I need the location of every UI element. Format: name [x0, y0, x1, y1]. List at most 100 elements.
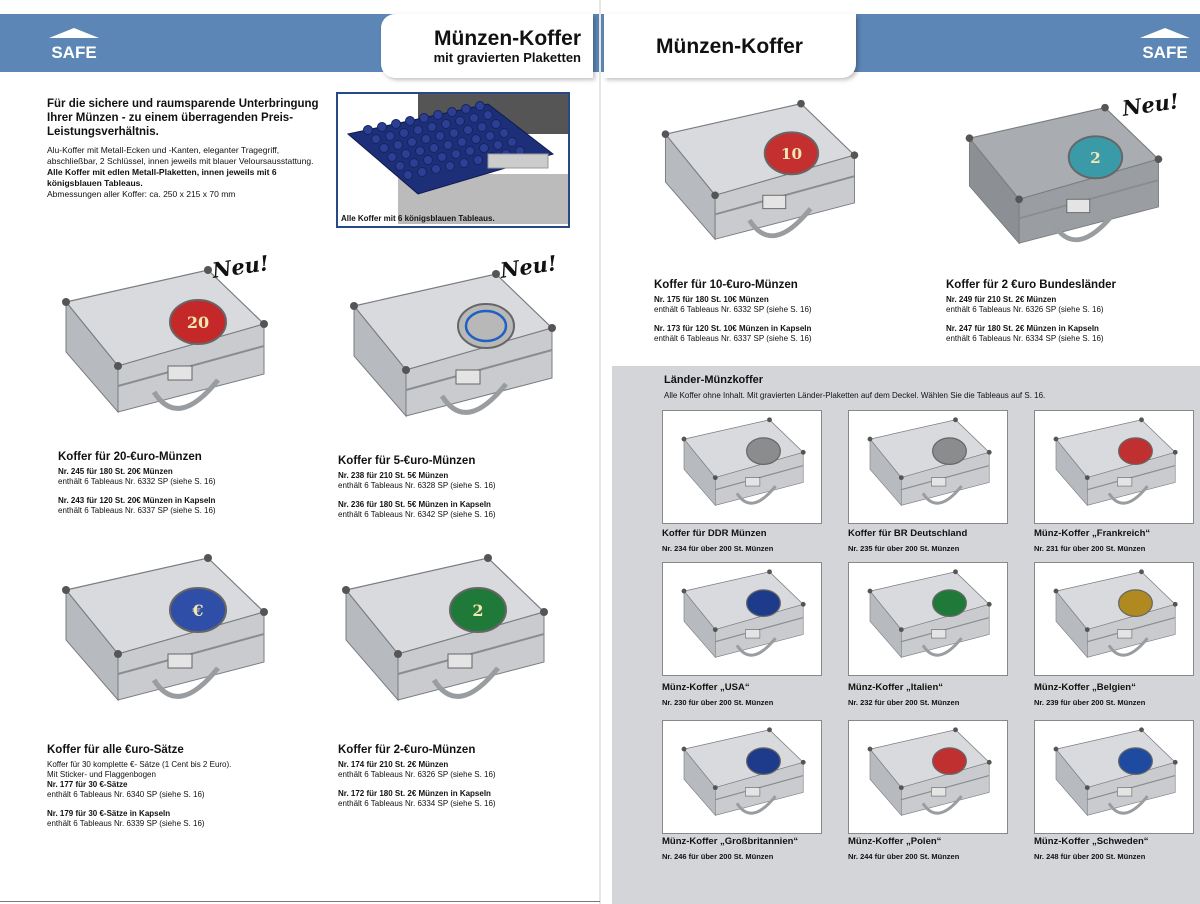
medallion-text: 10 [781, 145, 802, 163]
case-lock [1117, 477, 1133, 487]
product-number: Nr. 174 für 210 St. 2€ Münzen [338, 760, 449, 769]
case-lock [745, 787, 761, 797]
medallion [746, 437, 781, 465]
case-lock [1117, 629, 1133, 639]
case-handle [747, 207, 813, 239]
laender-name: Münz-Koffer „Polen“ [848, 836, 942, 847]
tableau-slot [363, 125, 373, 135]
tableau-slot [507, 137, 517, 147]
case-corner [867, 588, 873, 594]
product-detail: enthält 6 Tableaus Nr. 6337 SP (siehe S.… [654, 334, 812, 343]
case-corner [1154, 155, 1163, 163]
tableau-slot [431, 164, 441, 174]
tableau-slot [445, 161, 455, 171]
product-title: Koffer für 5-€uro-Münzen [338, 455, 476, 467]
tableau-slot [457, 137, 467, 147]
left-header-tab: Münzen-Koffer mit gravierten Plaketten [381, 14, 593, 78]
intro-lead: Für die sichere und raumsparende Unterbr… [47, 98, 319, 138]
medallion [932, 747, 967, 775]
tableau-slot [485, 131, 495, 141]
case-lock [931, 629, 947, 639]
tableau-slot [419, 113, 429, 123]
tableau-slot [499, 128, 509, 138]
case-handle [921, 637, 963, 657]
tableau-slot [451, 149, 461, 159]
case-corner [712, 785, 718, 791]
case-corner [484, 554, 492, 562]
medallion [763, 131, 820, 176]
case-handle [1051, 211, 1117, 243]
laender-number: Nr. 234 für über 200 St. Münzen [662, 544, 774, 553]
case-2-euro-image: 2 [338, 550, 550, 726]
tableau-slot [395, 161, 405, 171]
product-title: Koffer für 20-€uro-Münzen [58, 451, 202, 463]
case-corner [767, 569, 772, 575]
product-number: Nr. 249 für 210 St. 2€ Münzen [946, 295, 1057, 304]
case-corner [62, 298, 70, 306]
case-lock [1066, 198, 1091, 214]
laender-case-image [669, 567, 817, 673]
case-lock [762, 194, 787, 210]
page-title: Münzen-Koffer [656, 35, 803, 58]
case-lock [167, 365, 193, 381]
laender-name: Münz-Koffer „Italien“ [848, 682, 943, 693]
laender-label: Münz-Koffer „Frankreich“Nr. 231 für über… [1034, 528, 1194, 554]
case-corner [1053, 746, 1059, 752]
case-lock [167, 653, 193, 669]
tableau-slot [407, 137, 417, 147]
laender-case-image [669, 415, 817, 521]
case-corner [953, 727, 958, 733]
laender-name: Münz-Koffer „Großbritannien“ [662, 836, 799, 847]
case-corner [1053, 436, 1059, 442]
tableau-slot [415, 146, 425, 156]
product-detail: enthält 6 Tableaus Nr. 6326 SP (siehe S.… [338, 770, 496, 779]
case-handle [1107, 485, 1149, 505]
case-corner [204, 266, 212, 274]
case-corner [898, 785, 904, 791]
case-handle [921, 485, 963, 505]
case-corner [953, 569, 958, 575]
case-10-euro-image: 10 [652, 96, 866, 264]
case-corner [986, 449, 992, 455]
medallion [169, 299, 227, 345]
case-corner [402, 366, 410, 374]
tableau-slot [405, 116, 415, 126]
medallion-text: 2 [1090, 149, 1101, 167]
case-corner [1053, 588, 1059, 594]
laender-tile [1034, 562, 1194, 676]
laender-name: Münz-Koffer „USA“ [662, 682, 750, 693]
medallion [932, 437, 967, 465]
tableau-slot [401, 149, 411, 159]
medallion [1118, 747, 1153, 775]
page-divider [599, 0, 601, 904]
tableau-slot [477, 122, 487, 132]
medallion [449, 587, 507, 633]
laender-name: Koffer für BR Deutschland [848, 528, 968, 539]
tableau-slot [475, 101, 485, 111]
case-corner [1084, 627, 1090, 633]
case-corner [661, 130, 670, 138]
product-title: Koffer für 2-€uro-Münzen [338, 744, 476, 756]
tableau-slot [483, 110, 493, 120]
product-number: Nr. 236 für 180 St. 5€ Münzen in Kapseln [338, 500, 491, 509]
case-corner [850, 151, 859, 159]
case-handle [1107, 795, 1149, 815]
laender-number: Nr. 232 für über 200 St. Münzen [848, 698, 960, 707]
case-corner [260, 608, 268, 616]
medallion [746, 747, 781, 775]
tableau-slot [459, 158, 469, 168]
medallion [169, 587, 227, 633]
product-title: Koffer für 2 €uro Bundesländer [946, 279, 1116, 291]
medallion-ring [464, 309, 508, 343]
laender-label: Münz-Koffer „USA“Nr. 230 für über 200 St… [662, 682, 822, 708]
product-number: Nr. 243 für 120 St. 20€ Münzen in Kapsel… [58, 496, 216, 505]
laender-tile [662, 720, 822, 834]
product-detail: enthält 6 Tableaus Nr. 6339 SP (siehe S.… [47, 819, 205, 828]
case-corner [1101, 103, 1109, 112]
product-number: Nr. 238 für 210 St. 5€ Münzen [338, 471, 449, 480]
laender-number: Nr. 246 für über 200 St. Münzen [662, 852, 774, 861]
